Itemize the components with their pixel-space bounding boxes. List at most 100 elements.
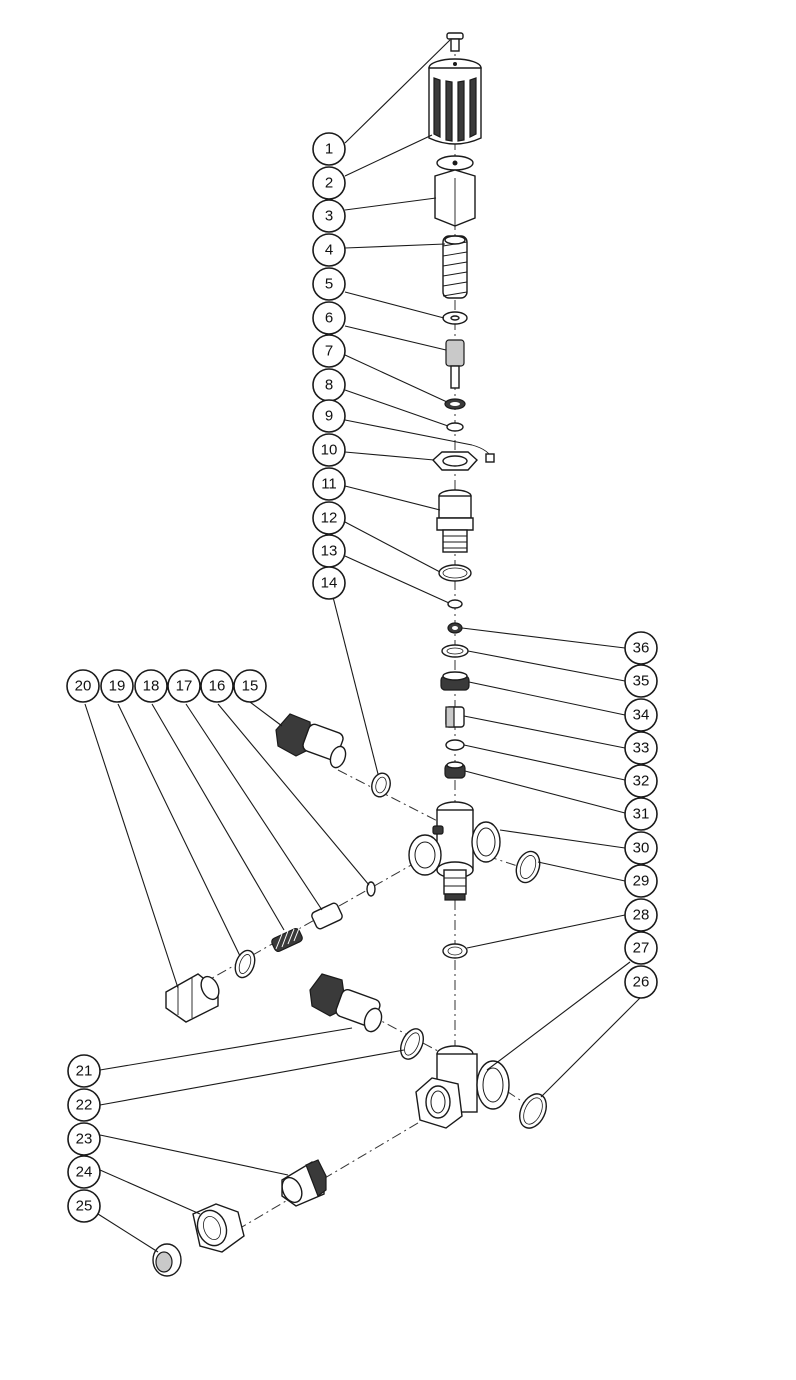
center-lines bbox=[199, 40, 536, 1241]
part-hex-cap bbox=[434, 155, 476, 227]
svg-text:5: 5 bbox=[325, 276, 333, 293]
callout-16: 16 bbox=[200, 669, 234, 703]
callouts: 1 2 3 4 5 6 7 8 9 10 11 12 13 14 15 16 1… bbox=[66, 132, 658, 1223]
part-lower-body-27 bbox=[415, 1045, 510, 1129]
callout-22: 22 bbox=[67, 1088, 101, 1122]
svg-text:23: 23 bbox=[76, 1131, 93, 1148]
svg-text:33: 33 bbox=[633, 740, 650, 757]
svg-text:29: 29 bbox=[633, 873, 650, 890]
svg-text:4: 4 bbox=[325, 242, 333, 259]
callout-32: 32 bbox=[624, 764, 658, 798]
leader-lines bbox=[84, 39, 641, 1253]
callout-2: 2 bbox=[312, 166, 346, 200]
svg-text:2: 2 bbox=[325, 175, 333, 192]
callout-35: 35 bbox=[624, 664, 658, 698]
svg-text:10: 10 bbox=[321, 442, 338, 459]
callout-1: 1 bbox=[312, 132, 346, 166]
part-seal-31 bbox=[444, 761, 466, 779]
part-lock-nut bbox=[432, 451, 478, 471]
svg-text:14: 14 bbox=[321, 575, 338, 592]
callout-17: 17 bbox=[167, 669, 201, 703]
part-screw bbox=[446, 32, 464, 52]
svg-text:12: 12 bbox=[321, 510, 338, 527]
svg-text:18: 18 bbox=[143, 678, 160, 695]
svg-text:24: 24 bbox=[76, 1164, 93, 1181]
svg-text:20: 20 bbox=[75, 678, 92, 695]
callout-13: 13 bbox=[312, 534, 346, 568]
callout-27: 27 bbox=[624, 931, 658, 965]
callout-33: 33 bbox=[624, 731, 658, 765]
callout-24: 24 bbox=[67, 1155, 101, 1189]
callout-34: 34 bbox=[624, 698, 658, 732]
svg-text:1: 1 bbox=[325, 141, 333, 158]
callout-19: 19 bbox=[100, 669, 134, 703]
svg-text:26: 26 bbox=[633, 974, 650, 991]
callout-12: 12 bbox=[312, 501, 346, 535]
svg-text:34: 34 bbox=[633, 707, 650, 724]
callout-26: 26 bbox=[624, 965, 658, 999]
part-body-30 bbox=[408, 801, 501, 901]
callout-18: 18 bbox=[134, 669, 168, 703]
svg-text:15: 15 bbox=[242, 678, 259, 695]
callout-21: 21 bbox=[67, 1054, 101, 1088]
callout-20: 20 bbox=[66, 669, 100, 703]
callout-7: 7 bbox=[312, 334, 346, 368]
part-cap-25 bbox=[152, 1243, 182, 1277]
part-washer-small bbox=[446, 422, 464, 432]
svg-text:13: 13 bbox=[321, 543, 338, 560]
parts bbox=[152, 32, 547, 1277]
svg-text:11: 11 bbox=[321, 476, 337, 493]
callout-23: 23 bbox=[67, 1122, 101, 1156]
callout-9: 9 bbox=[312, 399, 346, 433]
svg-text:35: 35 bbox=[633, 673, 650, 690]
part-adapter bbox=[436, 489, 474, 553]
callout-14: 14 bbox=[312, 566, 346, 600]
svg-text:17: 17 bbox=[176, 678, 193, 695]
part-valve-33 bbox=[445, 706, 465, 728]
svg-text:9: 9 bbox=[325, 408, 333, 425]
callout-5: 5 bbox=[312, 267, 346, 301]
part-washer-13 bbox=[447, 599, 463, 609]
svg-text:6: 6 bbox=[325, 310, 333, 327]
callout-29: 29 bbox=[624, 864, 658, 898]
svg-text:3: 3 bbox=[325, 208, 333, 225]
callout-25: 25 bbox=[67, 1189, 101, 1223]
callout-30: 30 bbox=[624, 831, 658, 865]
part-hex-nut-24 bbox=[192, 1203, 245, 1253]
svg-text:8: 8 bbox=[325, 377, 333, 394]
callout-3: 3 bbox=[312, 199, 346, 233]
part-spring-18 bbox=[271, 925, 303, 952]
part-cap-nut-20 bbox=[165, 973, 220, 1023]
svg-text:28: 28 bbox=[633, 907, 650, 924]
callout-31: 31 bbox=[624, 797, 658, 831]
callout-8: 8 bbox=[312, 368, 346, 402]
svg-text:31: 31 bbox=[633, 806, 650, 823]
svg-text:16: 16 bbox=[209, 678, 226, 695]
svg-text:30: 30 bbox=[633, 840, 650, 857]
svg-text:32: 32 bbox=[633, 773, 650, 790]
part-seat-34 bbox=[440, 671, 470, 691]
part-spring bbox=[442, 235, 468, 299]
part-washer-32 bbox=[445, 739, 465, 751]
svg-text:21: 21 bbox=[76, 1063, 93, 1080]
part-washer-16 bbox=[366, 881, 376, 897]
part-valve-stem bbox=[445, 339, 465, 389]
part-nipple-23 bbox=[281, 1159, 327, 1207]
part-plunger-17 bbox=[311, 902, 343, 930]
part-fitting-21 bbox=[309, 973, 383, 1033]
callout-10: 10 bbox=[312, 433, 346, 467]
callout-28: 28 bbox=[624, 898, 658, 932]
part-fitting-15 bbox=[275, 713, 347, 769]
callout-11: 11 bbox=[312, 467, 346, 501]
callout-6: 6 bbox=[312, 301, 346, 335]
callout-15: 15 bbox=[233, 669, 267, 703]
part-knob bbox=[428, 58, 482, 145]
callout-4: 4 bbox=[312, 233, 346, 267]
svg-text:22: 22 bbox=[76, 1097, 93, 1114]
svg-text:19: 19 bbox=[109, 678, 126, 695]
svg-text:27: 27 bbox=[633, 940, 650, 957]
svg-text:25: 25 bbox=[76, 1198, 93, 1215]
svg-text:7: 7 bbox=[325, 343, 333, 360]
svg-text:36: 36 bbox=[633, 640, 650, 657]
